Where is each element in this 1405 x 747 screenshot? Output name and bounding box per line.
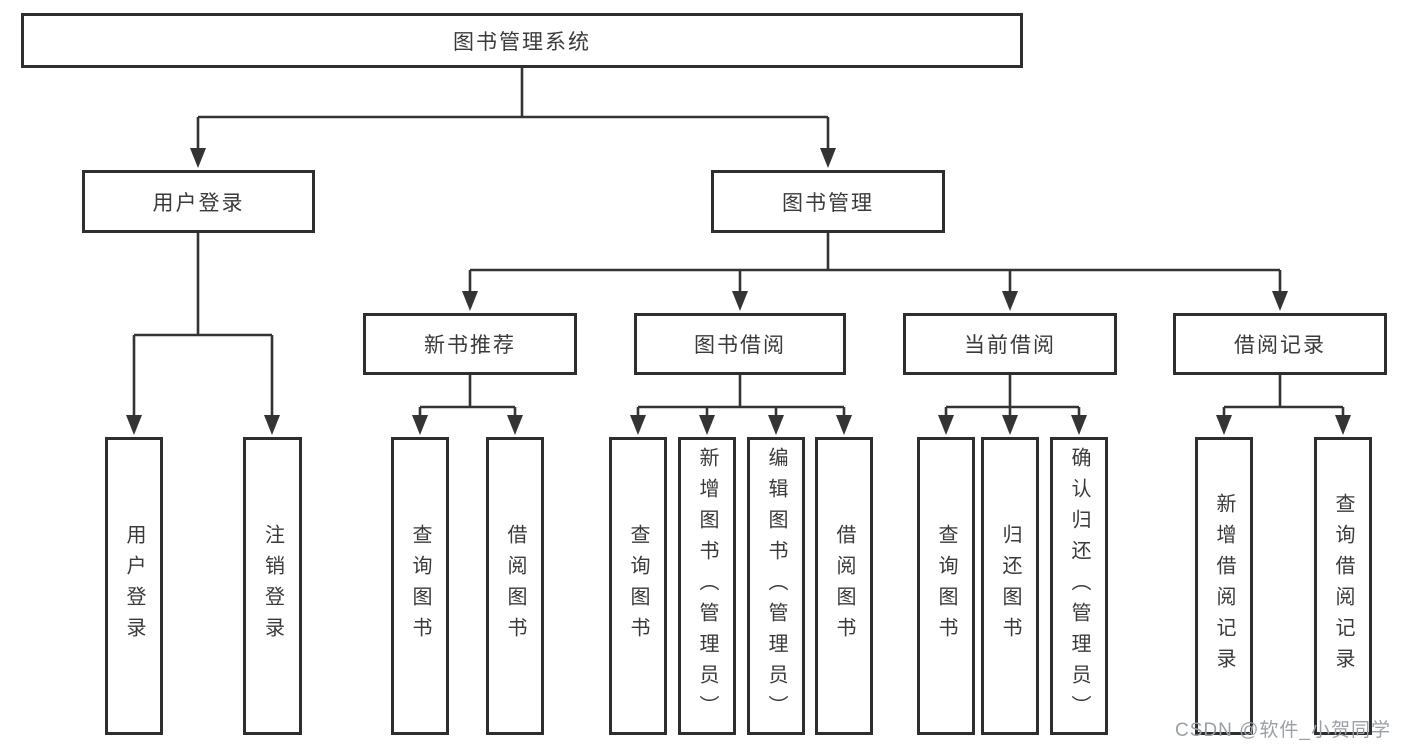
leaf-bb-add-books-admin: 新增图书（管理员） [678,437,736,735]
node-label: 归还图书 [999,524,1021,648]
node-label: 借阅图书 [833,524,855,648]
connector-user-login-to-leaves [126,233,280,435]
node-book-borrowing: 图书借阅 [634,313,846,375]
node-label: 查询图书 [935,524,957,648]
node-borrowing-records: 借阅记录 [1173,313,1387,375]
leaf-cb-return-books: 归还图书 [981,437,1039,735]
node-label: 查询图书 [627,524,649,648]
leaf-logout: 注销登录 [243,437,302,735]
connector-book-management-to-level3 [462,233,1288,311]
node-new-book-recommend: 新书推荐 [363,313,577,375]
node-label: 借阅图书 [504,524,526,648]
node-label: 查询图书 [409,524,431,648]
connector-borrowing-records-to-leaves [1216,375,1351,435]
node-label: 用户登录 [152,191,245,215]
node-label: 编辑图书（管理员） [765,446,787,726]
node-label: 新书推荐 [424,334,516,357]
node-label: 借阅记录 [1234,334,1326,357]
node-book-management: 图书管理 [711,170,945,233]
node-label: 注销登录 [261,524,284,648]
connector-new-book-recommend-to-leaves [412,375,523,435]
leaf-nbr-query-books: 查询图书 [391,437,449,735]
node-label: 新增图书（管理员） [696,446,718,726]
node-label: 用户登录 [123,524,145,648]
leaf-nbr-borrow-books: 借阅图书 [486,437,544,735]
node-label: 确认归还（管理员） [1068,446,1090,726]
node-label: 查询借阅记录 [1332,493,1354,679]
node-current-borrowing: 当前借阅 [903,313,1117,375]
leaf-cb-query-books: 查询图书 [917,437,975,735]
csdn-watermark: CSDN @软件_小贺同学 [1175,720,1391,741]
leaf-br-add-record: 新增借阅记录 [1195,437,1253,735]
leaf-br-query-record: 查询借阅记录 [1314,437,1372,735]
leaf-cb-confirm-return-admin: 确认归还（管理员） [1050,437,1108,735]
node-label: 图书管理 [782,191,874,215]
node-label: 图书管理系统 [453,30,591,54]
node-label: 当前借阅 [964,334,1056,357]
connector-root-to-level2 [190,68,836,168]
node-label: 图书借阅 [694,334,786,357]
connector-book-borrowing-to-leaves [630,375,852,435]
leaf-bb-query-books: 查询图书 [609,437,667,735]
node-library-system: 图书管理系统 [21,13,1023,68]
node-user-login: 用户登录 [82,170,315,233]
leaf-user-login: 用户登录 [105,437,163,735]
leaf-bb-borrow-books: 借阅图书 [815,437,873,735]
connector-current-borrowing-to-leaves [938,375,1087,435]
leaf-bb-edit-books-admin: 编辑图书（管理员） [747,437,805,735]
node-label: 新增借阅记录 [1213,493,1235,679]
